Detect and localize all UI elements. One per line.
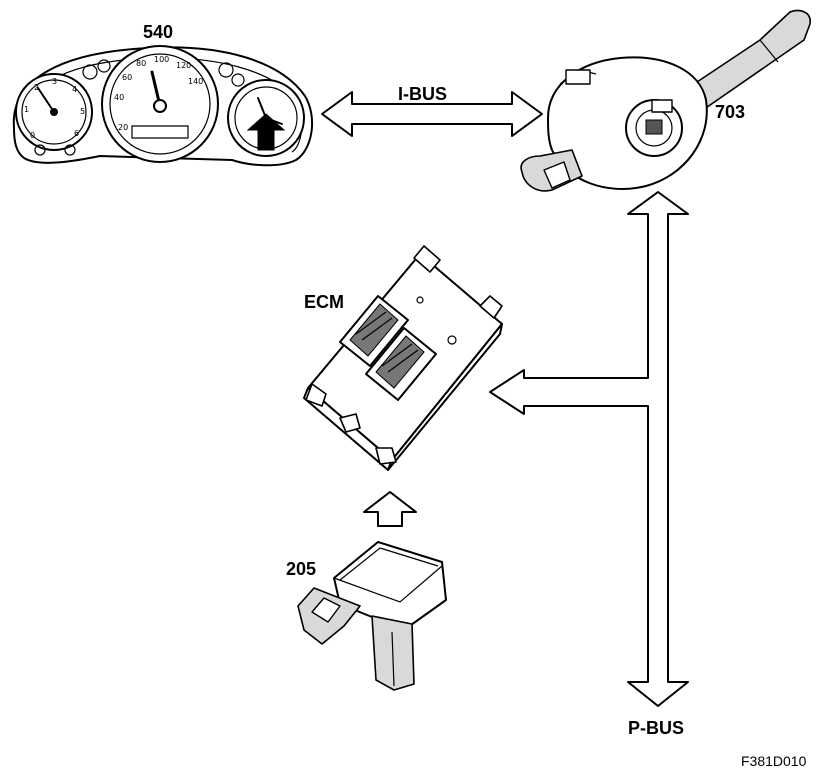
speed-tick-120: 120 [176, 61, 191, 70]
warning-lamp-icon [231, 73, 245, 87]
speedometer-gauge: 20 40 60 80 100 120 140 [101, 45, 219, 163]
signal-up-arrow [363, 491, 417, 527]
steering-column-module [520, 9, 811, 192]
warning-lamp-icon [97, 59, 111, 73]
ecm-connector [339, 295, 409, 367]
speed-tick-20: 20 [118, 123, 128, 132]
tach-tick-0: 0 [30, 131, 35, 140]
p-bus-label: P-BUS [628, 718, 684, 738]
ecm-label: ECM [304, 292, 344, 312]
mass-air-flow-sensor [297, 541, 447, 691]
ecm-connector [365, 327, 437, 401]
tach-tick-3: 3 [52, 77, 57, 86]
speed-tick-80: 80 [136, 59, 146, 68]
figure-code: F381D010 [741, 753, 807, 769]
warning-lamp-icon [34, 144, 46, 156]
sensor-label: 205 [286, 559, 316, 579]
highlight-arrow-icon [246, 113, 286, 151]
tach-tick-2: 2 [34, 83, 39, 92]
tach-tick-1: 1 [24, 105, 29, 114]
tach-tick-4: 4 [72, 85, 77, 94]
warning-lamp-icon [82, 64, 98, 80]
instrument-cluster: 0 1 2 3 4 5 6 20 40 60 80 100 120 140 [12, 45, 313, 167]
i-bus-label: I-BUS [398, 84, 447, 104]
speed-tick-140: 140 [188, 77, 203, 86]
speed-tick-100: 100 [154, 55, 169, 64]
i-bus-arrow [321, 91, 543, 137]
tach-tick-6: 6 [74, 129, 79, 138]
tachometer-gauge: 0 1 2 3 4 5 6 [15, 73, 93, 151]
ecm-unit [303, 245, 503, 471]
warning-lamp-icon [218, 62, 234, 78]
speed-tick-60: 60 [122, 73, 132, 82]
warning-lamp-icon [64, 144, 76, 156]
cluster-label: 540 [143, 22, 173, 42]
column-module-label: 703 [715, 102, 745, 122]
p-bus-arrow [489, 191, 689, 707]
tach-tick-5: 5 [80, 107, 85, 116]
speed-tick-40: 40 [114, 93, 124, 102]
